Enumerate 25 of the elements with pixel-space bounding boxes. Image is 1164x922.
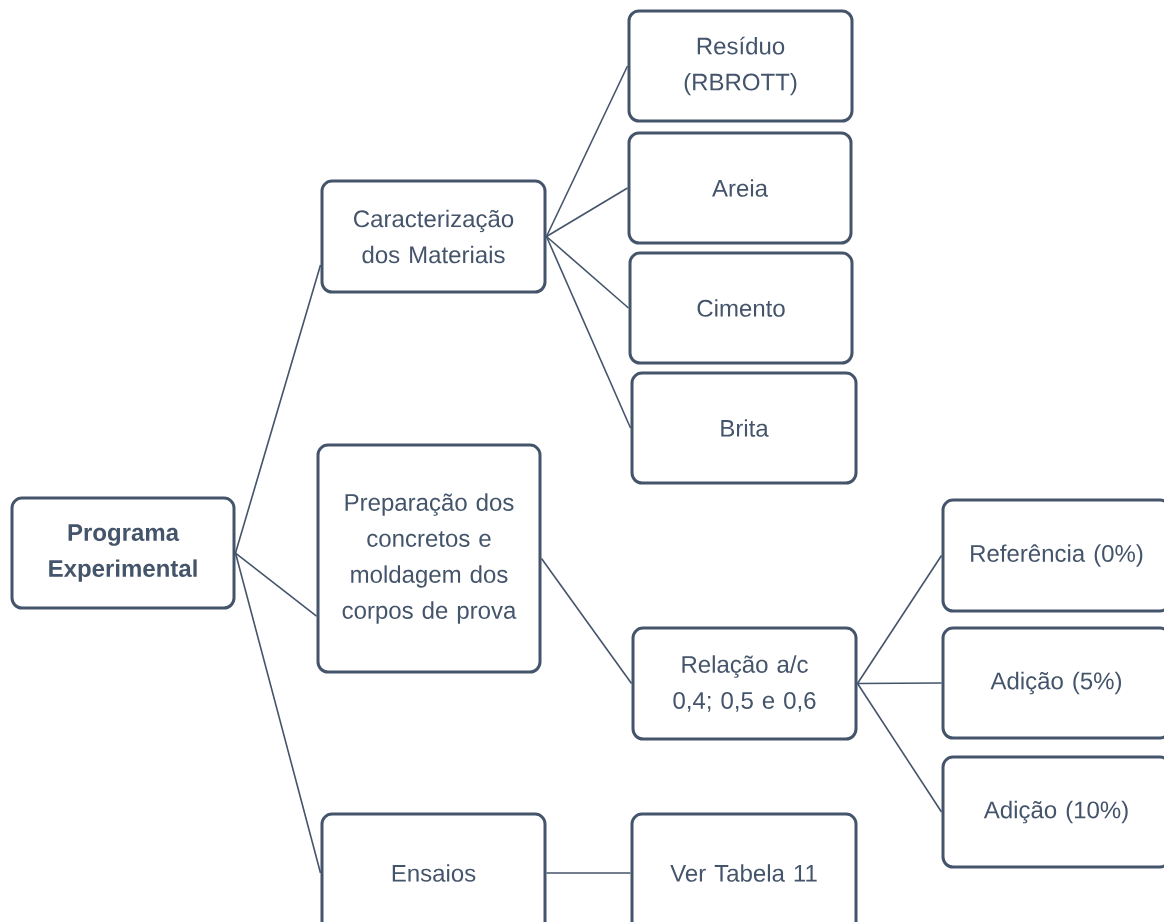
connector-line [545,235,632,429]
topic-box: Caracterização dos Materiais [320,179,547,294]
topic-box: Referência (0%) [941,498,1164,613]
topic-box: Preparação dos concretos e moldagem dos corpos de prova [316,443,542,674]
topic-box: Resíduo (RBROTT) [627,9,854,123]
connector-line [540,557,633,685]
topic-box: Areia [627,131,853,245]
topic-box: Brita [630,371,858,485]
topic-box: Adição (10%) [941,755,1164,869]
connector-line [234,552,318,617]
connector-line [234,264,322,554]
connector-line [545,872,632,874]
connector-line [856,682,943,813]
connector-line [545,65,629,238]
connector-line [545,235,630,309]
connector-line [856,554,943,685]
topic-box: Cimento [628,251,854,365]
connector-line [856,682,943,685]
topic-box: Ensaios [320,812,547,922]
topic-box: Adição (5%) [941,626,1164,740]
connector-line [234,552,322,874]
root-box: Programa Experimental [10,496,236,610]
connector-line [545,187,629,238]
topic-box: Ver Tabela 11 [630,812,858,922]
topic-box: Relação a/c 0,4; 0,5 e 0,6 [631,626,858,741]
